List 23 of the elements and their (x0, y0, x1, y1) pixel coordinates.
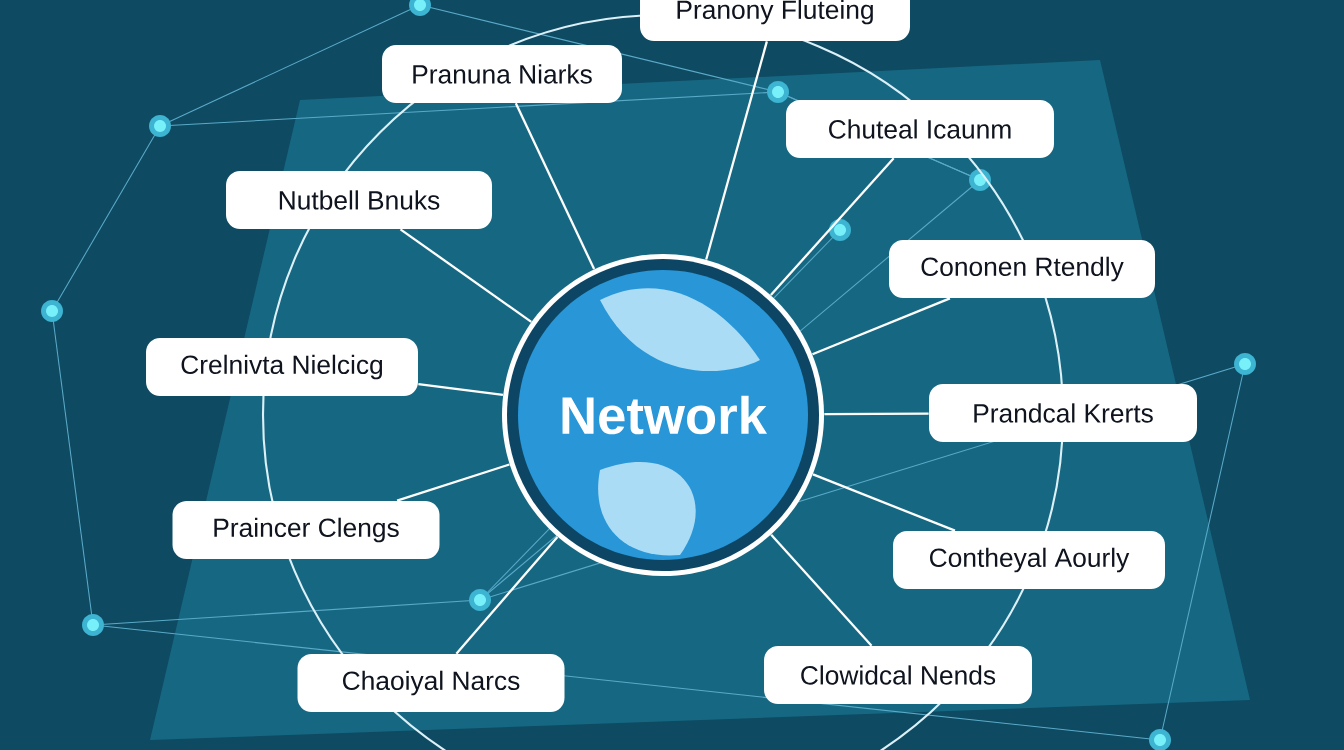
label-box: Nutbell Bnuks (226, 171, 492, 229)
connector-line (770, 157, 895, 296)
connector-line (399, 228, 532, 323)
connector-line (770, 533, 873, 647)
label-box: Prandcal Krerts (929, 384, 1197, 442)
connector-line (455, 536, 559, 655)
label-box: Praincer Clengs (172, 501, 440, 559)
label-box: Pranuna Niarks (382, 45, 622, 103)
label-box: Chuteal Icaunm (786, 100, 1054, 158)
connector-line (705, 41, 768, 260)
connector-line (396, 463, 510, 502)
connector-line (812, 297, 951, 356)
connector-line (812, 473, 956, 532)
label-box: Crelnivta Nielcicg (146, 338, 418, 396)
connector-line (514, 102, 596, 270)
connector-line (824, 412, 929, 416)
label-box: Chaoiyal Narcs (297, 654, 565, 712)
globe: Network (502, 254, 824, 576)
label-box: Contheyal Aourly (893, 531, 1165, 589)
label-box: Clowidcal Nends (764, 646, 1032, 704)
connector-line (418, 383, 504, 396)
label-box: Cononen Rtendly (889, 240, 1155, 298)
label-box: Pranony Fluteing (640, 0, 910, 41)
